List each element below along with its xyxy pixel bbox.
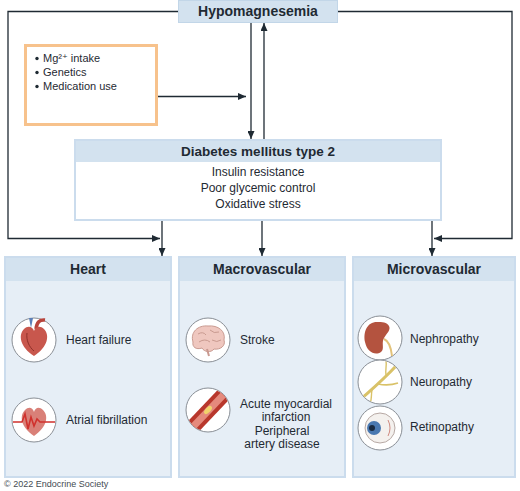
icon-part <box>378 383 398 385</box>
icon-part <box>36 320 45 329</box>
icon-part <box>385 361 387 375</box>
box-heading: Hypomagnesemia <box>179 1 337 22</box>
icon-part <box>367 421 381 435</box>
icon-part <box>198 330 221 342</box>
artery-icon <box>186 388 230 432</box>
icon-part <box>21 327 47 356</box>
box-text: Retinopathy <box>410 420 510 434</box>
icon-part <box>12 398 56 442</box>
heart-failure-icon <box>12 318 56 362</box>
complication-box: MacrovascularStrokeAcute myocardial infa… <box>178 256 346 478</box>
icon-part <box>35 85 38 88</box>
icon-part <box>358 406 402 450</box>
icon-part <box>388 420 390 436</box>
arrow-connector <box>338 12 512 239</box>
arrow-connector <box>158 96 246 97</box>
factor-item: Genetics <box>43 66 155 79</box>
box-text: Stroke <box>240 333 340 347</box>
icon-part <box>384 339 392 356</box>
box-heading: Macrovascular <box>180 258 344 281</box>
box-text: Nephropathy <box>410 332 510 346</box>
complication-box: MicrovascularNephropathyNeuropathyRetino… <box>352 256 516 478</box>
kidney-icon <box>358 316 402 360</box>
bullet-dots <box>35 57 38 88</box>
icon-part <box>190 390 228 430</box>
arrow-connector <box>250 23 251 139</box>
box-text: Peripheral artery disease <box>238 425 326 451</box>
icon-part <box>29 318 33 328</box>
icon-part <box>22 408 46 436</box>
icon-part <box>190 390 228 430</box>
atrial-fibrillation-icon <box>12 398 56 442</box>
box-heading: Microvascular <box>354 258 514 281</box>
eye-icon <box>358 406 402 450</box>
box-text: Atrial fibrillation <box>66 413 168 427</box>
nerve-icon <box>358 360 402 404</box>
arrow-connector <box>431 221 432 256</box>
icon-part <box>362 361 398 404</box>
icon-part <box>365 413 395 443</box>
disease-box: Diabetes mellitus type 2 Insulin resistan… <box>74 139 442 221</box>
icon-part <box>12 318 56 362</box>
box-text: Poor glycemic control <box>76 181 440 195</box>
icon-part <box>190 390 228 430</box>
condition-box: Hypomagnesemia <box>178 0 338 23</box>
arrow-connector <box>161 221 162 256</box>
box-text: Heart failure <box>66 333 168 347</box>
box-text: Neuropathy <box>410 375 510 389</box>
box-text: Insulin resistance <box>76 165 440 179</box>
arrow-connector <box>8 12 178 239</box>
icon-part <box>27 333 34 351</box>
factor-box: Mg²⁺ intakeGeneticsMedication use <box>24 44 158 126</box>
icon-part <box>35 57 38 60</box>
arrow-connector <box>261 221 262 256</box>
box-text: Oxidative stress <box>76 197 440 211</box>
icon-part <box>203 405 214 416</box>
icon-part <box>186 388 230 432</box>
box-heading: Diabetes mellitus type 2 <box>76 141 440 162</box>
icon-part <box>362 366 396 398</box>
icon-part <box>35 71 38 74</box>
icon-part <box>370 390 372 404</box>
icon-part <box>192 326 224 352</box>
box-heading: Heart <box>6 258 170 281</box>
complication-box: HeartHeart failureAtrial fibrillation <box>4 256 172 478</box>
factor-item: Medication use <box>43 80 155 93</box>
icon-part <box>13 414 55 429</box>
icon-part <box>369 425 375 431</box>
box-text: Acute myocardial infarction <box>234 398 338 424</box>
icon-part <box>365 322 390 354</box>
icon-part <box>186 318 230 362</box>
copyright-note: © 2022 Endocrine Society <box>4 479 108 489</box>
icon-part <box>358 316 402 360</box>
icon-part <box>358 360 402 404</box>
brain-icon <box>186 318 230 362</box>
factor-item: Mg²⁺ intake <box>43 52 155 65</box>
arrow-connector <box>263 23 264 139</box>
icon-part <box>207 349 209 356</box>
